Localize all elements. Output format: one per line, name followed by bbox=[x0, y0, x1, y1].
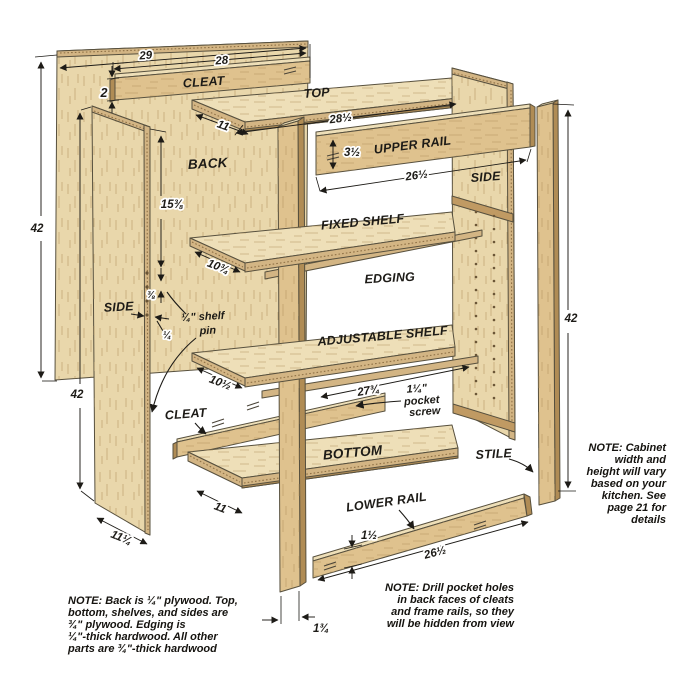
lower-rail-leader bbox=[398, 509, 415, 530]
dim-cleat-thickness: 2 bbox=[100, 86, 108, 100]
dim-top-depth: 11 bbox=[215, 119, 230, 134]
note-materials-line1: NOTE: Back is ¼" plywood. Top, bbox=[68, 595, 238, 607]
note-sizing-line6: page 21 for bbox=[606, 502, 666, 514]
dim-stile-width: 1¾ bbox=[313, 623, 329, 635]
dim-pin-size: ¼ bbox=[163, 330, 171, 341]
dimension-upper-rail-width: 3½ bbox=[329, 139, 362, 170]
dimension-cleat-thickness: 2 bbox=[98, 66, 120, 113]
note-pocket-line3: and frame rails, so they bbox=[391, 606, 515, 618]
pocket-screw-callout-line2: pocket bbox=[403, 394, 442, 409]
dim-lower-rail-length: 26½ bbox=[422, 544, 448, 562]
lower-cleat-label: CLEAT bbox=[164, 405, 208, 422]
dim-side-bottom-depth: 11¼ bbox=[109, 529, 133, 548]
edging-label: EDGING bbox=[364, 270, 415, 287]
bottom-label: BOTTOM bbox=[322, 442, 383, 462]
note-materials-line2: bottom, shelves, and sides are bbox=[68, 607, 228, 619]
pocket-screw-callout-line3: screw bbox=[409, 405, 442, 419]
back-label: BACK bbox=[187, 155, 229, 172]
right-stile bbox=[536, 99, 561, 506]
fixed-shelf-dado bbox=[451, 195, 514, 223]
dimension-stile-height: 42 bbox=[552, 103, 580, 492]
note-pocket-line4: will be hidden from view bbox=[387, 618, 516, 630]
dimension-top-depth: 11 bbox=[195, 113, 249, 136]
shelf-pin-leader-lower bbox=[149, 337, 197, 413]
dim-top-width: 28½ bbox=[328, 112, 353, 127]
stile-leader bbox=[508, 458, 534, 473]
dimension-stile-width: 1¾ bbox=[262, 591, 331, 637]
shelf-pin-leader-upper bbox=[166, 291, 187, 315]
left-side-panel bbox=[91, 105, 151, 536]
dim-upper-rail-width: 3½ bbox=[344, 147, 360, 159]
note-pocket-line1: NOTE: Drill pocket holes bbox=[385, 582, 514, 594]
note-materials-line3: ¾" plywood. Edging is bbox=[68, 619, 186, 631]
dimension-pin-spacing: ⅜ bbox=[145, 268, 165, 303]
dim-lower-rail-width: 1½ bbox=[361, 530, 377, 542]
dimension-bottom-depth: 11 bbox=[196, 490, 243, 518]
bottom-dado bbox=[452, 403, 516, 433]
note-pocket-line2: in back faces of cleats bbox=[397, 594, 514, 606]
dim-pin-spacing: ⅜ bbox=[147, 290, 156, 301]
dimension-side-height: 42 bbox=[68, 106, 95, 502]
note-sizing-line7: details bbox=[631, 514, 666, 526]
dimension-upper-rail-length: 26½ bbox=[315, 148, 532, 194]
dimension-pin-area: 15⅜ bbox=[149, 128, 185, 268]
shelf-pin-callout-line2: pin bbox=[198, 325, 216, 338]
dimension-cleat-length: 28 bbox=[112, 49, 307, 75]
dimension-top-width: 28½ bbox=[234, 101, 457, 136]
note-materials: NOTE: Back is ¼" plywood. Top, bottom, s… bbox=[67, 595, 238, 655]
dim-back-width: 29 bbox=[138, 50, 153, 63]
dim-bottom-depth: 11 bbox=[212, 500, 227, 515]
left-side-label: SIDE bbox=[103, 299, 134, 315]
fixed-shelf bbox=[189, 211, 456, 273]
dim-back-height: 42 bbox=[30, 223, 44, 235]
note-sizing-line5: kitchen. See bbox=[602, 490, 666, 502]
note-sizing-line1: NOTE: Cabinet bbox=[588, 442, 667, 454]
top-label: TOP bbox=[303, 85, 330, 101]
stile-label: STILE bbox=[475, 446, 513, 462]
shelf-pin-callout-line1: ¼" shelf bbox=[181, 310, 226, 324]
lower-cleat-leader bbox=[194, 422, 207, 435]
shelf-pin-holes-left bbox=[145, 271, 149, 317]
note-pocket-holes: NOTE: Drill pocket holes in back faces o… bbox=[385, 582, 515, 630]
dimensions: 29 28 2 42 42 bbox=[28, 44, 580, 637]
dimension-pin-size: ¼ bbox=[130, 311, 173, 343]
note-sizing-line2: width and bbox=[615, 454, 667, 466]
note-sizing-line4: based on your bbox=[591, 478, 667, 490]
right-side-label: SIDE bbox=[470, 169, 501, 185]
top-cleat-label: CLEAT bbox=[182, 73, 226, 90]
dim-upper-rail-length: 26½ bbox=[404, 169, 429, 184]
note-materials-line4: ¼"-thick hardwood. All other bbox=[68, 631, 218, 643]
dimension-back-height: 42 bbox=[28, 54, 58, 382]
pocket-screw-leader bbox=[355, 400, 402, 409]
dim-cleat-length: 28 bbox=[214, 55, 229, 68]
note-sizing-line3: height will vary bbox=[587, 466, 667, 478]
note-materials-line5: parts are ¾"-thick hardwood bbox=[67, 643, 217, 655]
note-sizing: NOTE: Cabinet width and height will vary… bbox=[587, 442, 668, 526]
lower-rail-label: LOWER RAIL bbox=[345, 489, 427, 514]
callouts: ¼" shelf pin 1¼" pocket screw bbox=[149, 291, 534, 530]
dim-side-height: 42 bbox=[70, 389, 84, 401]
dim-stile-height: 42 bbox=[564, 313, 578, 325]
pocket-screw-callout-line1: 1¼" bbox=[406, 382, 428, 395]
dim-pin-area: 15⅜ bbox=[161, 199, 184, 211]
